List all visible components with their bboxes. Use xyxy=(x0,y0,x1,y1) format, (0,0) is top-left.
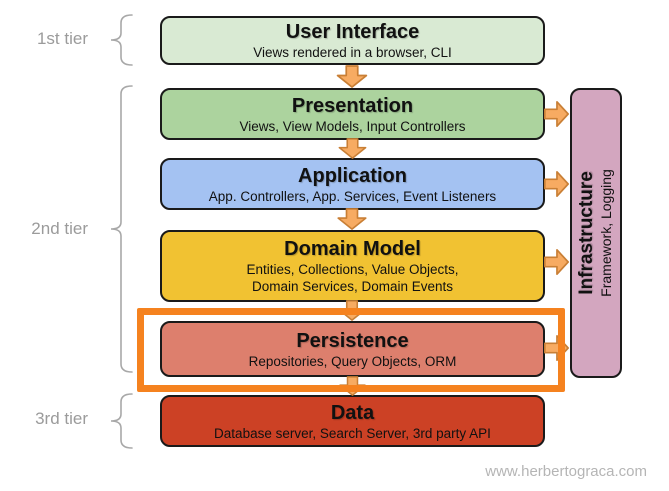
layer-subtitle: Repositories, Query Objects, ORM xyxy=(248,353,457,369)
down-arrow-icon xyxy=(338,138,367,159)
layer-presentation: Presentation Views, View Models, Input C… xyxy=(160,88,545,140)
layer-infrastructure: Infrastructure Framework, Logging xyxy=(570,88,622,378)
tier-brace-3-icon xyxy=(110,393,133,449)
layer-domain-model: Domain Model Entities, Collections, Valu… xyxy=(160,230,545,302)
tier-label-1st: 1st tier xyxy=(36,29,88,48)
layer-title: Domain Model xyxy=(284,238,421,260)
tier-brace-1-icon xyxy=(110,14,133,66)
right-arrow-icon xyxy=(543,249,570,275)
layer-subtitle: Database server, Search Server, 3rd part… xyxy=(214,425,491,441)
down-arrow-icon xyxy=(336,65,368,88)
layer-subtitle: Views rendered in a browser, CLI xyxy=(253,45,452,60)
highlight-box-persistence xyxy=(137,308,565,392)
down-arrow-icon xyxy=(337,208,367,230)
tier-label-3rd: 3rd tier xyxy=(35,409,88,428)
layer-subtitle: Views, View Models, Input Controllers xyxy=(239,118,466,134)
right-arrow-icon xyxy=(543,171,570,197)
layer-title: Presentation xyxy=(291,94,414,117)
layer-subtitle: App. Controllers, App. Services, Event L… xyxy=(208,188,497,204)
layer-title: User Interface xyxy=(285,21,420,43)
layer-data: Data Database server, Search Server, 3rd… xyxy=(160,395,545,447)
layer-persistence: Persistence Repositories, Query Objects,… xyxy=(160,321,545,377)
tier-brace-2-icon xyxy=(110,85,133,373)
infrastructure-subtitle: Framework, Logging xyxy=(597,169,614,297)
layer-user-interface: User Interface Views rendered in a brows… xyxy=(160,16,545,65)
watermark: www.herbertograca.com xyxy=(485,463,647,480)
layer-title: Data xyxy=(330,401,375,424)
layer-title: Application xyxy=(298,164,407,187)
layer-title: Persistence xyxy=(296,329,409,352)
tier-label-2nd: 2nd tier xyxy=(31,219,88,238)
right-arrow-icon xyxy=(543,101,570,127)
layer-subtitle: Entities, Collections, Value Objects, Do… xyxy=(246,262,459,294)
infrastructure-title: Infrastructure xyxy=(575,171,597,295)
layer-application: Application App. Controllers, App. Servi… xyxy=(160,158,545,210)
